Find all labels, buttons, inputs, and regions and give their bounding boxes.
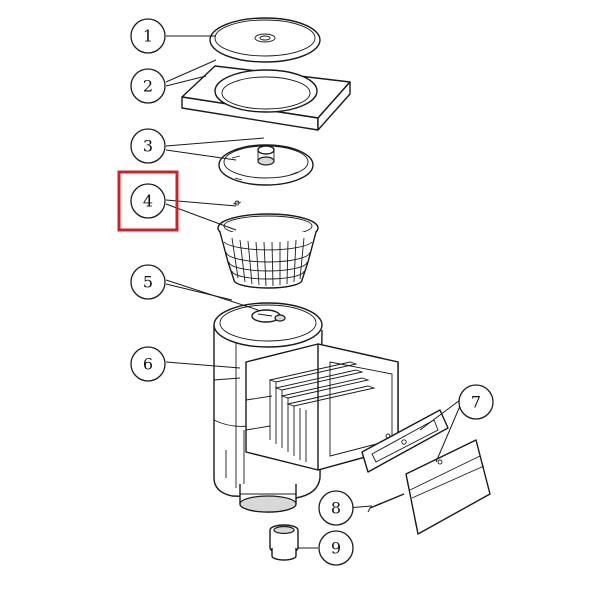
callout-9: 9 bbox=[318, 530, 354, 566]
callout-4: 4 bbox=[117, 170, 179, 232]
callout-4-highlight-box bbox=[117, 170, 179, 232]
part-2-frame bbox=[181, 65, 351, 131]
callout-1: 1 bbox=[130, 18, 166, 54]
callout-label-5: 5 bbox=[143, 273, 153, 292]
part-4-basket bbox=[217, 200, 319, 289]
callout-7: 7 bbox=[458, 384, 494, 420]
callout-label-3: 3 bbox=[143, 137, 153, 156]
part-6-body bbox=[213, 302, 399, 513]
callout-label-9: 9 bbox=[331, 539, 341, 558]
callout-5: 5 bbox=[130, 264, 166, 300]
callout-label-1: 1 bbox=[143, 27, 153, 46]
callout-label-4: 4 bbox=[143, 192, 153, 211]
callout-3: 3 bbox=[130, 128, 166, 164]
callout-6: 6 bbox=[130, 346, 166, 382]
callout-label-8: 8 bbox=[331, 499, 341, 518]
part-8-spring bbox=[367, 493, 405, 513]
part-1-lid bbox=[209, 17, 321, 63]
part-5-dial bbox=[251, 309, 286, 323]
callout-label-7: 7 bbox=[471, 393, 481, 412]
callout-label-6: 6 bbox=[143, 355, 153, 374]
callout-2: 2 bbox=[130, 68, 166, 104]
callout-8: 8 bbox=[318, 490, 354, 526]
callout-label-2: 2 bbox=[143, 77, 153, 96]
part-3-float bbox=[218, 144, 314, 186]
part-9-fitting bbox=[269, 524, 299, 561]
